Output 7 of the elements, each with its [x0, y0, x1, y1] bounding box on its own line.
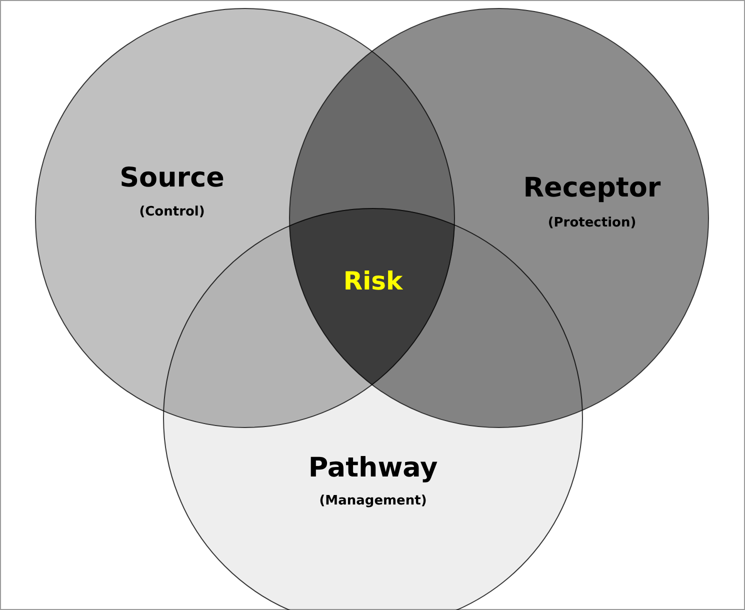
circle-subtitle: (Management) [319, 494, 427, 508]
circle-title: Pathway [308, 452, 438, 484]
center-label: Risk [343, 266, 403, 296]
circle-subtitle: (Protection) [548, 216, 636, 230]
circle-title: Source [120, 162, 224, 194]
circle-title: Receptor [523, 172, 661, 204]
circle-subtitle: (Control) [139, 204, 205, 220]
